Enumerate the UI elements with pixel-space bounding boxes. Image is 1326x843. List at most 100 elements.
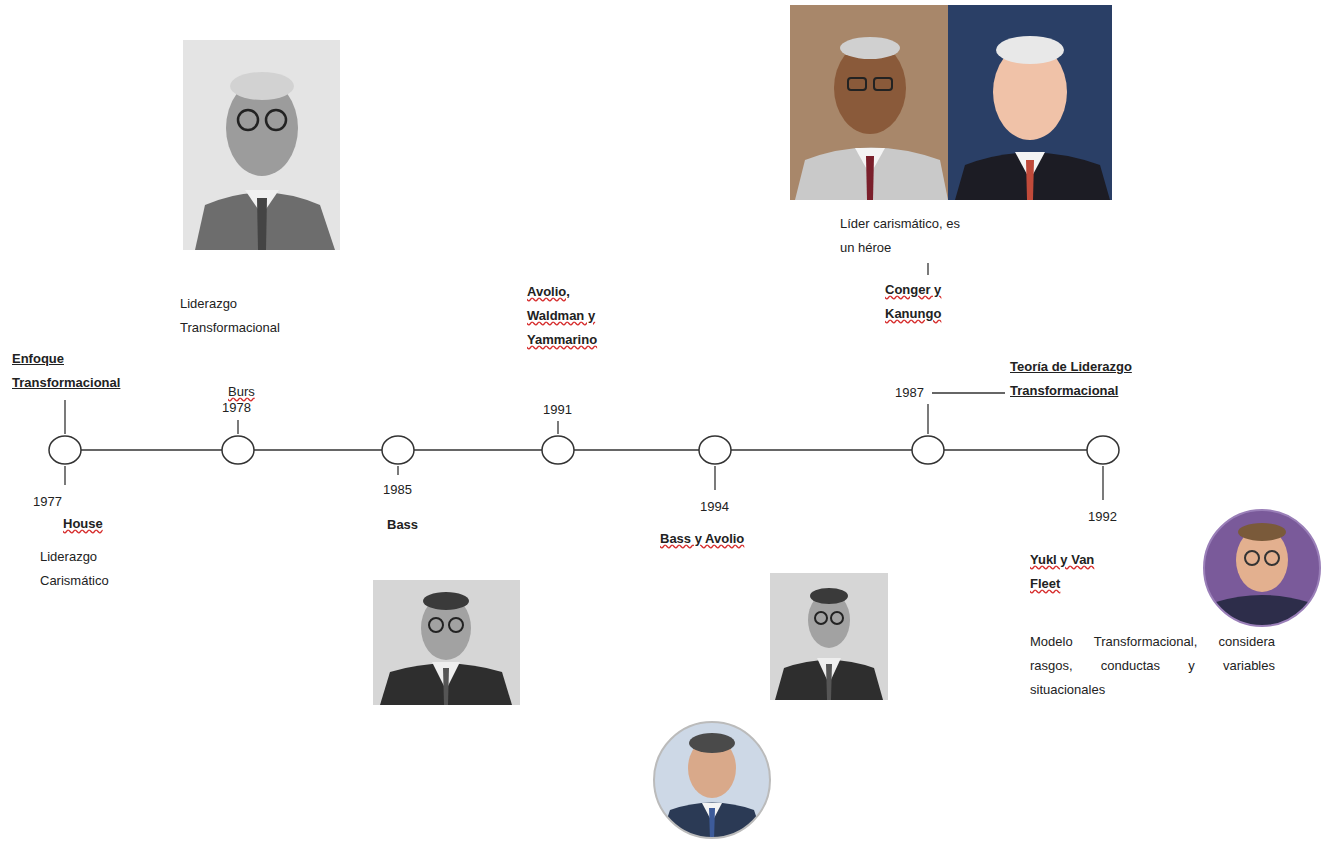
leader-line xyxy=(557,421,558,434)
timeline-circle: Enfoque Transformacional1977HouseLideraz… xyxy=(48,435,82,465)
jacket xyxy=(795,148,948,201)
hair xyxy=(230,72,294,100)
glasses xyxy=(238,110,258,130)
circle-shape xyxy=(912,436,944,464)
leader-line xyxy=(64,400,65,434)
glasses xyxy=(848,78,866,90)
timeline-circle: 1992Yukl y Van FleetModelo Transformacio… xyxy=(1086,435,1120,465)
timeline-label: 1987 xyxy=(895,381,924,405)
jacket xyxy=(195,193,335,251)
photo-frame xyxy=(1204,510,1320,626)
timeline-label: Avolio, Waldman y Yammarino xyxy=(527,280,627,352)
jacket xyxy=(775,660,883,700)
circle-shape xyxy=(382,436,414,464)
circle-outline xyxy=(541,435,575,465)
tie xyxy=(1026,160,1034,200)
timeline-segment xyxy=(574,449,699,451)
portrait-photo xyxy=(183,40,340,250)
timeline-label: Liderazgo Carismático xyxy=(40,545,140,593)
circle-outline xyxy=(381,435,415,465)
timeline-label: 1991 xyxy=(543,398,572,422)
timeline-label: Líder carismático, es un héroe xyxy=(840,212,960,260)
tie xyxy=(443,668,449,705)
timeline-circle: 1985Bass xyxy=(381,435,415,465)
timeline-segment xyxy=(254,449,382,451)
photo-ground xyxy=(650,718,774,842)
timeline-label: Conger y Kanungo xyxy=(885,278,975,326)
circle-shape xyxy=(699,436,731,464)
jacket xyxy=(955,153,1110,201)
glasses xyxy=(266,110,286,130)
photo-clip xyxy=(1202,508,1322,628)
photo-clip xyxy=(650,718,774,842)
portrait-photo xyxy=(770,573,888,700)
glasses xyxy=(1265,551,1279,565)
leader-lines xyxy=(65,263,1103,500)
timeline-segment xyxy=(414,449,542,451)
leader-line xyxy=(237,420,238,434)
timeline-label: House xyxy=(63,512,103,536)
jacket xyxy=(380,664,512,706)
photo-ground xyxy=(373,580,520,705)
hair xyxy=(996,36,1064,64)
leader-line xyxy=(927,404,928,434)
circle-shape xyxy=(1087,436,1119,464)
leader-line xyxy=(64,466,65,485)
photo-ground xyxy=(183,40,340,250)
photo-ground xyxy=(790,5,948,200)
timeline-circle: Liderazgo TransformacionalBurs1978 xyxy=(221,435,255,465)
leader-line xyxy=(927,263,928,275)
timeline-label: 1994 xyxy=(700,495,729,519)
photo-ground xyxy=(1202,508,1322,628)
circle-outline xyxy=(48,435,82,465)
circle-outline xyxy=(1086,435,1120,465)
timeline-segment xyxy=(731,449,912,451)
tie xyxy=(709,808,715,840)
tie xyxy=(826,664,832,700)
portrait-photo xyxy=(948,5,1112,200)
hair xyxy=(1238,523,1286,541)
portrait-photo xyxy=(790,5,948,200)
timeline-circle: 1994Bass y Avolio xyxy=(698,435,732,465)
leader-line xyxy=(714,466,715,490)
hair xyxy=(840,37,900,59)
circle-outline xyxy=(221,435,255,465)
hair xyxy=(810,588,848,604)
leader-line xyxy=(1102,466,1103,500)
portrait-photo xyxy=(650,718,774,842)
leader-line xyxy=(932,392,1005,393)
timeline-label: Enfoque Transformacional xyxy=(12,347,142,395)
portrait-photo xyxy=(1202,508,1322,628)
photo-frame xyxy=(654,722,770,838)
timeline-label: 1992 xyxy=(1088,505,1117,529)
timeline-label: Bass xyxy=(387,513,418,537)
glasses xyxy=(815,612,827,624)
timeline-circle: Avolio, Waldman y Yammarino1991 xyxy=(541,435,575,465)
timeline-circle: Líder carismático, es un héroeConger y K… xyxy=(911,435,945,465)
hair xyxy=(689,733,735,753)
hair xyxy=(423,592,469,610)
photo-ground xyxy=(948,5,1112,200)
circle-outline xyxy=(698,435,732,465)
timeline-label: Liderazgo Transformacional xyxy=(180,292,310,340)
timeline-segment xyxy=(81,449,222,451)
tie xyxy=(866,156,874,200)
timeline-label: Modelo Transformacional, considera rasgo… xyxy=(1030,630,1275,702)
glasses xyxy=(874,78,892,90)
timeline-label: 1977 xyxy=(33,490,62,514)
glasses xyxy=(831,612,843,624)
portrait-photo xyxy=(373,580,520,705)
timeline-label: 1978 xyxy=(222,396,251,420)
jacket xyxy=(660,803,764,841)
circle-shape xyxy=(49,436,81,464)
circle-shape xyxy=(542,436,574,464)
glasses xyxy=(429,618,443,632)
timeline-label: Teoría de Liderazgo Transformacional xyxy=(1010,355,1160,403)
circle-outline xyxy=(911,435,945,465)
tie xyxy=(257,198,267,250)
glasses xyxy=(1245,551,1259,565)
timeline-label: Bass y Avolio xyxy=(660,527,744,551)
